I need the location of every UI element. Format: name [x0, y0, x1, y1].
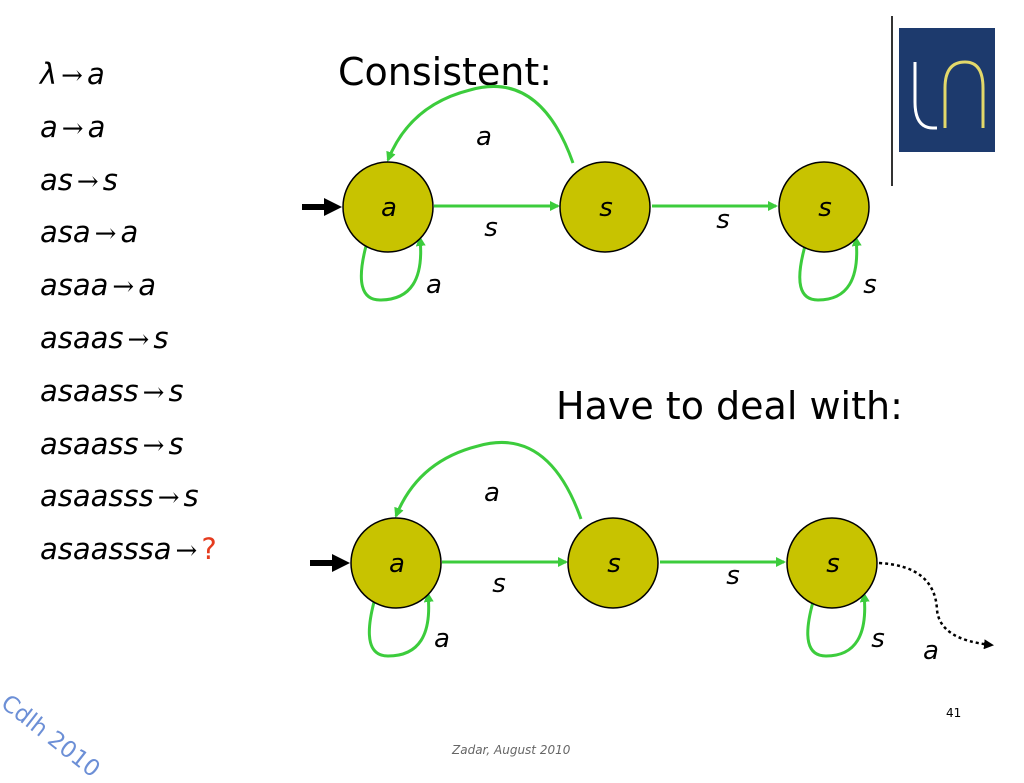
edge-back-arc	[394, 441, 583, 520]
rule-output: s	[102, 162, 118, 197]
edge-back-arc	[386, 85, 575, 164]
rule-arrow: →	[112, 272, 135, 303]
loop-state-s	[806, 592, 870, 658]
state-label: a	[389, 549, 405, 579]
edge-dotted-exit	[878, 561, 994, 650]
rule-arrow: →	[61, 113, 84, 144]
edge-label: a	[923, 636, 939, 666]
edge-label: s	[726, 561, 740, 591]
state-label: s	[607, 549, 621, 579]
edge-label: s	[492, 569, 506, 599]
edge-label: a	[434, 624, 450, 654]
rule-item: asaa→a	[40, 263, 217, 316]
loop-state-s	[798, 236, 862, 302]
state-node	[559, 161, 651, 253]
rule-list: λ→a a→a as→s asa→a asaa→a asaas→s asaass…	[40, 52, 217, 580]
start-arrow-head	[324, 198, 342, 216]
rule-input: asa	[40, 215, 91, 250]
rule-item: asaas→s	[40, 316, 217, 369]
logo-mark-icon	[913, 60, 985, 130]
rule-item: a→a	[40, 105, 217, 158]
rule-output: a	[86, 57, 105, 91]
rule-output: s	[183, 479, 199, 514]
state-label: a	[381, 193, 397, 223]
rule-output: s	[168, 373, 184, 408]
rule-output-unknown: ?	[201, 532, 217, 567]
state-node	[342, 161, 434, 253]
state-label: s	[599, 193, 613, 223]
rule-item: as→s	[40, 158, 217, 211]
rule-input: a	[40, 109, 58, 144]
rule-arrow: →	[76, 166, 99, 197]
rule-input: asaass	[40, 373, 139, 408]
rule-arrow: →	[142, 377, 165, 408]
rule-arrow: →	[127, 324, 150, 355]
rule-input: as	[40, 162, 73, 197]
start-arrow-head	[332, 554, 350, 572]
rule-output: a	[87, 109, 106, 144]
diagram-consistent: a s s a s s a s	[302, 85, 877, 302]
page-number: 41	[946, 706, 962, 720]
state-node	[350, 517, 442, 609]
rule-item: asaass→s	[40, 422, 217, 475]
state-label: s	[818, 193, 832, 223]
university-logo	[899, 28, 995, 152]
edge-label: s	[716, 205, 730, 235]
rule-output: a	[138, 268, 156, 303]
rule-input: asaasss	[40, 479, 154, 514]
rule-item: asaasssa→?	[40, 527, 217, 580]
edge-label: s	[871, 624, 885, 654]
edge-label: s	[863, 270, 877, 300]
rule-input: asaasssa	[40, 532, 172, 567]
rule-input: asaas	[40, 320, 124, 355]
footer-text: Zadar, August 2010	[452, 743, 571, 757]
state-node	[778, 161, 870, 253]
rule-arrow: →	[142, 430, 165, 461]
edge-label: a	[476, 122, 492, 152]
edge-label: a	[484, 478, 500, 508]
rule-item: asaass→s	[40, 369, 217, 422]
state-node	[786, 517, 878, 609]
rule-arrow: →	[94, 219, 117, 250]
rule-output: s	[153, 320, 169, 355]
rule-output: s	[168, 426, 184, 461]
rule-arrow: →	[175, 536, 198, 567]
heading-consistent: Consistent:	[338, 50, 553, 94]
rule-input: λ	[40, 57, 58, 91]
diagram-deal-with: a s s a s s a s a	[310, 441, 994, 666]
state-node	[567, 517, 659, 609]
rule-arrow: →	[157, 483, 180, 514]
rule-input: asaa	[40, 268, 109, 303]
state-label: s	[826, 549, 840, 579]
heading-deal-with: Have to deal with:	[556, 384, 903, 428]
logo-divider	[891, 16, 893, 186]
loop-state-a	[359, 236, 426, 302]
rule-item: asa→a	[40, 210, 217, 263]
edge-label: s	[484, 213, 498, 243]
rule-arrow: →	[61, 61, 83, 91]
edge-label: a	[426, 270, 442, 300]
rule-output: a	[120, 215, 139, 250]
rule-input: asaass	[40, 426, 139, 461]
rule-item: asaasss→s	[40, 474, 217, 527]
rule-item: λ→a	[40, 52, 217, 105]
loop-state-a	[367, 592, 434, 658]
